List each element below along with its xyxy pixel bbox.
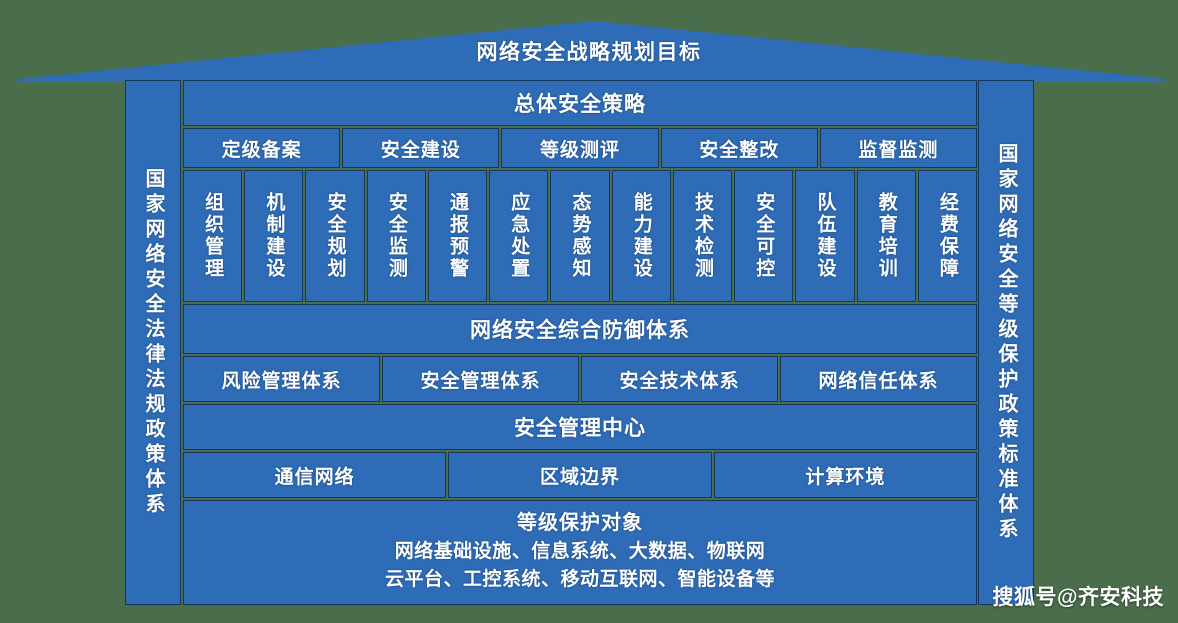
house-body: 国家网络安全法律法规政策体系 总体安全策略 定级备案 安全建设 等级测评 安全整… — [124, 79, 1035, 606]
pillar-label: 经费保障 — [936, 192, 958, 280]
pillar-label: 教育培训 — [875, 192, 897, 280]
pillar-label: 安全监测 — [385, 192, 407, 280]
pillar-label: 安全规划 — [324, 192, 346, 280]
pillar-label: 通报预警 — [447, 192, 469, 280]
pillar-label: 机制建设 — [263, 192, 285, 280]
phase-anquan-jianshe[interactable]: 安全建设 — [342, 128, 500, 168]
core-stack: 总体安全策略 定级备案 安全建设 等级测评 安全整改 监督监测 组织管理 机制建… — [183, 80, 978, 605]
protection-objects-line-2: 云平台、工控系统、移动互联网、智能设备等 — [384, 569, 775, 590]
security-management-center-band[interactable]: 安全管理中心 — [183, 404, 977, 450]
pillar-jishu-jiance[interactable]: 技术检测 — [672, 170, 733, 302]
pillar-yingji-chuzhi[interactable]: 应急处置 — [489, 170, 549, 302]
defense-system-band[interactable]: 网络安全综合防御体系 — [183, 304, 977, 354]
layer-tongxin-wangluo[interactable]: 通信网络 — [183, 452, 447, 498]
system-anquan-guanli[interactable]: 安全管理体系 — [382, 356, 579, 402]
pillar-anquan-jiance[interactable]: 安全监测 — [366, 170, 426, 302]
systems-row: 风险管理体系 安全管理体系 安全技术体系 网络信任体系 — [183, 356, 977, 402]
protection-objects-title: 等级保护对象 — [517, 512, 643, 535]
right-standards-column-label: 国家网络安全等级保护政策标准体系 — [995, 142, 1017, 543]
layer-jisuan-huanjing[interactable]: 计算环境 — [713, 452, 977, 498]
roof-title: 网络安全战略规划目标 — [476, 41, 702, 64]
pillar-jingfei-baozhang[interactable]: 经费保障 — [917, 170, 978, 302]
pillar-jiaoyu-peixun[interactable]: 教育培训 — [856, 170, 916, 302]
right-standards-column[interactable]: 国家网络安全等级保护政策标准体系 — [978, 80, 1034, 605]
protection-objects-band[interactable]: 等级保护对象 网络基础设施、信息系统、大数据、物联网 云平台、工控系统、移动互联… — [183, 500, 977, 605]
pillar-label: 队伍建设 — [814, 192, 836, 280]
phases-row: 定级备案 安全建设 等级测评 安全整改 监督监测 — [183, 128, 978, 168]
phase-jiandu-jiance[interactable]: 监督监测 — [819, 128, 978, 168]
pillar-label: 应急处置 — [508, 192, 530, 280]
pillars-row: 组织管理 机制建设 安全规划 安全监测 通报预警 应急处置 态势感知 能力建设 … — [183, 170, 978, 302]
pillar-jizhi-jianshe[interactable]: 机制建设 — [244, 170, 304, 302]
watermark: 搜狐号@齐安科技 — [992, 586, 1164, 609]
pillar-tongbao-yujing[interactable]: 通报预警 — [427, 170, 488, 302]
layers-row: 通信网络 区域边界 计算环境 — [183, 452, 977, 498]
system-fengxian-guanli[interactable]: 风险管理体系 — [183, 356, 380, 402]
pillar-label: 能力建设 — [630, 192, 652, 280]
left-policy-column[interactable]: 国家网络安全法律法规政策体系 — [125, 80, 181, 605]
layer-quyu-bianjie[interactable]: 区域边界 — [448, 452, 712, 498]
pillar-label: 态势感知 — [569, 192, 591, 280]
overall-strategy-band[interactable]: 总体安全策略 — [183, 80, 977, 126]
pillar-duiwu-jianshe[interactable]: 队伍建设 — [795, 170, 855, 302]
pillar-taishi-ganzhi[interactable]: 态势感知 — [550, 170, 610, 302]
system-anquan-jishu[interactable]: 安全技术体系 — [581, 356, 778, 402]
left-policy-column-label: 国家网络安全法律法规政策体系 — [142, 167, 164, 518]
phase-dingji-beian[interactable]: 定级备案 — [183, 128, 341, 168]
pillar-anquan-kekong[interactable]: 安全可控 — [734, 170, 794, 302]
pillar-zuzhi-guanli[interactable]: 组织管理 — [183, 170, 243, 302]
phase-anquan-zhenggai[interactable]: 安全整改 — [660, 128, 818, 168]
pillar-label: 组织管理 — [202, 192, 224, 280]
phase-dengji-ceping[interactable]: 等级测评 — [501, 128, 659, 168]
system-wangluo-xinren[interactable]: 网络信任体系 — [780, 356, 977, 402]
pillar-label: 技术检测 — [691, 192, 713, 280]
pillar-nengli-jianshe[interactable]: 能力建设 — [611, 170, 671, 302]
protection-objects-line-1: 网络基础设施、信息系统、大数据、物联网 — [394, 541, 766, 563]
pillar-label: 安全可控 — [753, 192, 775, 280]
pillar-anquan-guihua[interactable]: 安全规划 — [305, 170, 365, 302]
